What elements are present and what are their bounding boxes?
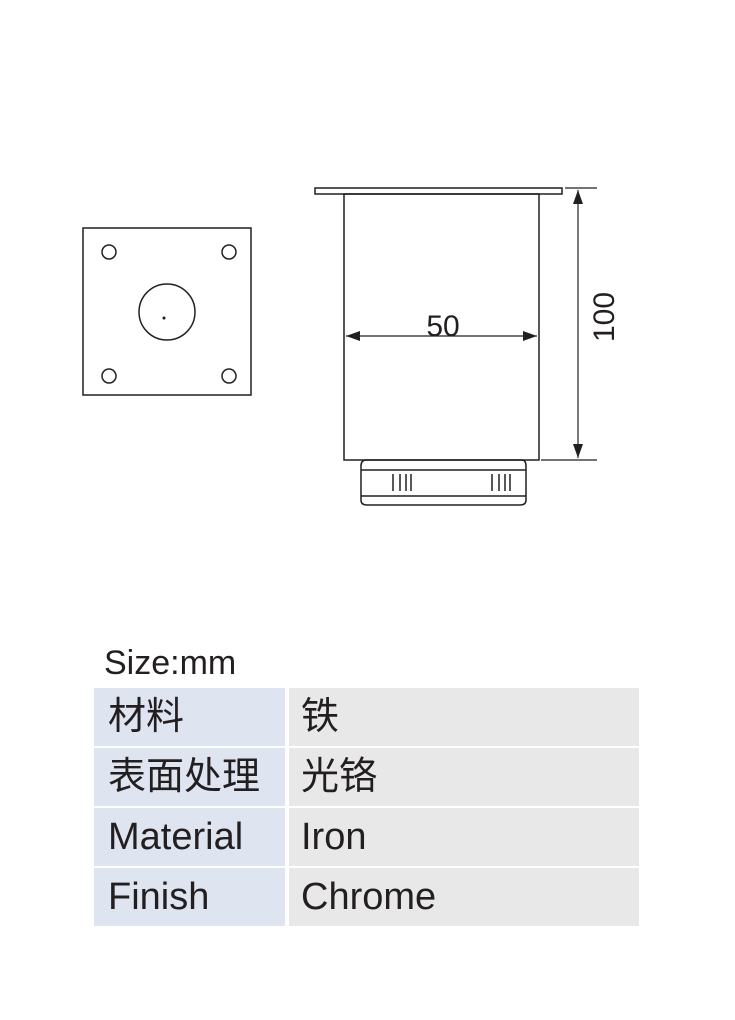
height-dimension [541,187,597,461]
screw-hole-top-right [221,244,237,260]
spec-value-finish-cn: 光铬 [287,747,639,808]
spec-table: 材料 铁 表面处理 光铬 Material Iron Finish Chrome [94,688,639,928]
spec-value-material-cn: 铁 [287,688,639,748]
spec-value-finish: Chrome [287,867,639,928]
size-unit-label: Size:mm [104,644,237,682]
table-row: 表面处理 光铬 [94,747,639,808]
technical-drawing: 50 100 [82,187,621,506]
top-plate [314,187,563,195]
height-dimension-label: 100 [588,292,621,342]
spec-key-finish-cn: 表面处理 [94,747,289,808]
table-row: 材料 铁 [94,688,639,748]
table-row: Material Iron [94,807,639,868]
width-dimension-label: 50 [426,310,459,343]
screw-hole-bottom-left [101,368,117,384]
width-dimension [346,331,537,341]
spec-key-material: Material [94,807,289,868]
leveling-foot [360,459,527,506]
spec-key-finish: Finish [94,867,289,928]
mounting-plate-top-view [82,227,252,396]
table-row: Finish Chrome [94,867,639,928]
leg-side-view [314,187,563,506]
spec-key-material-cn: 材料 [94,688,289,748]
spec-value-material: Iron [287,807,639,868]
screw-hole-top-left [101,244,117,260]
center-mark [162,316,166,320]
center-hole [138,283,196,341]
screw-hole-bottom-right [221,368,237,384]
